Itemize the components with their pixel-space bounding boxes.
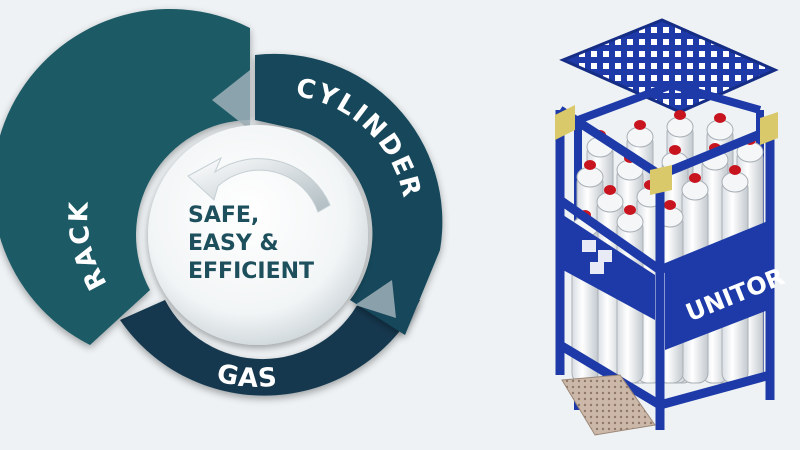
- segment-gas: [120, 300, 420, 396]
- curved-arrow-icon: [187, 156, 331, 213]
- cylinder-cap-icon: [584, 160, 596, 170]
- cylinder-cap-icon: [674, 110, 686, 120]
- cylinder-cap-icon: [689, 173, 701, 183]
- segment-label-gas: GAS: [214, 359, 279, 394]
- brand-panel: [665, 222, 768, 350]
- logo-mark-icon: [582, 240, 612, 274]
- cylinder-cap-icon: [664, 200, 676, 210]
- segment-cylinder: [255, 53, 443, 336]
- arrow-tip-cylinder: [355, 280, 396, 318]
- arrow-tip-rack: [212, 70, 250, 130]
- cylinder-cap-icon: [729, 165, 741, 175]
- center-text-line-2: EASY &: [188, 231, 279, 256]
- loading-ramp: [561, 374, 656, 436]
- center-text-line-1: SAFE,: [188, 203, 259, 228]
- cylinder-cap-icon: [604, 185, 616, 195]
- segment-rack: [0, 9, 250, 345]
- center-text-line-3: EFFICIENT: [188, 259, 314, 284]
- cylinder-cap-icon: [714, 113, 726, 123]
- cylinder-cap-icon: [669, 145, 681, 155]
- cylinder-cap-icon: [624, 205, 636, 215]
- top-grid-lid: [559, 18, 779, 114]
- cylinder-cap-icon: [634, 120, 646, 130]
- corner-brackets: [555, 105, 778, 195]
